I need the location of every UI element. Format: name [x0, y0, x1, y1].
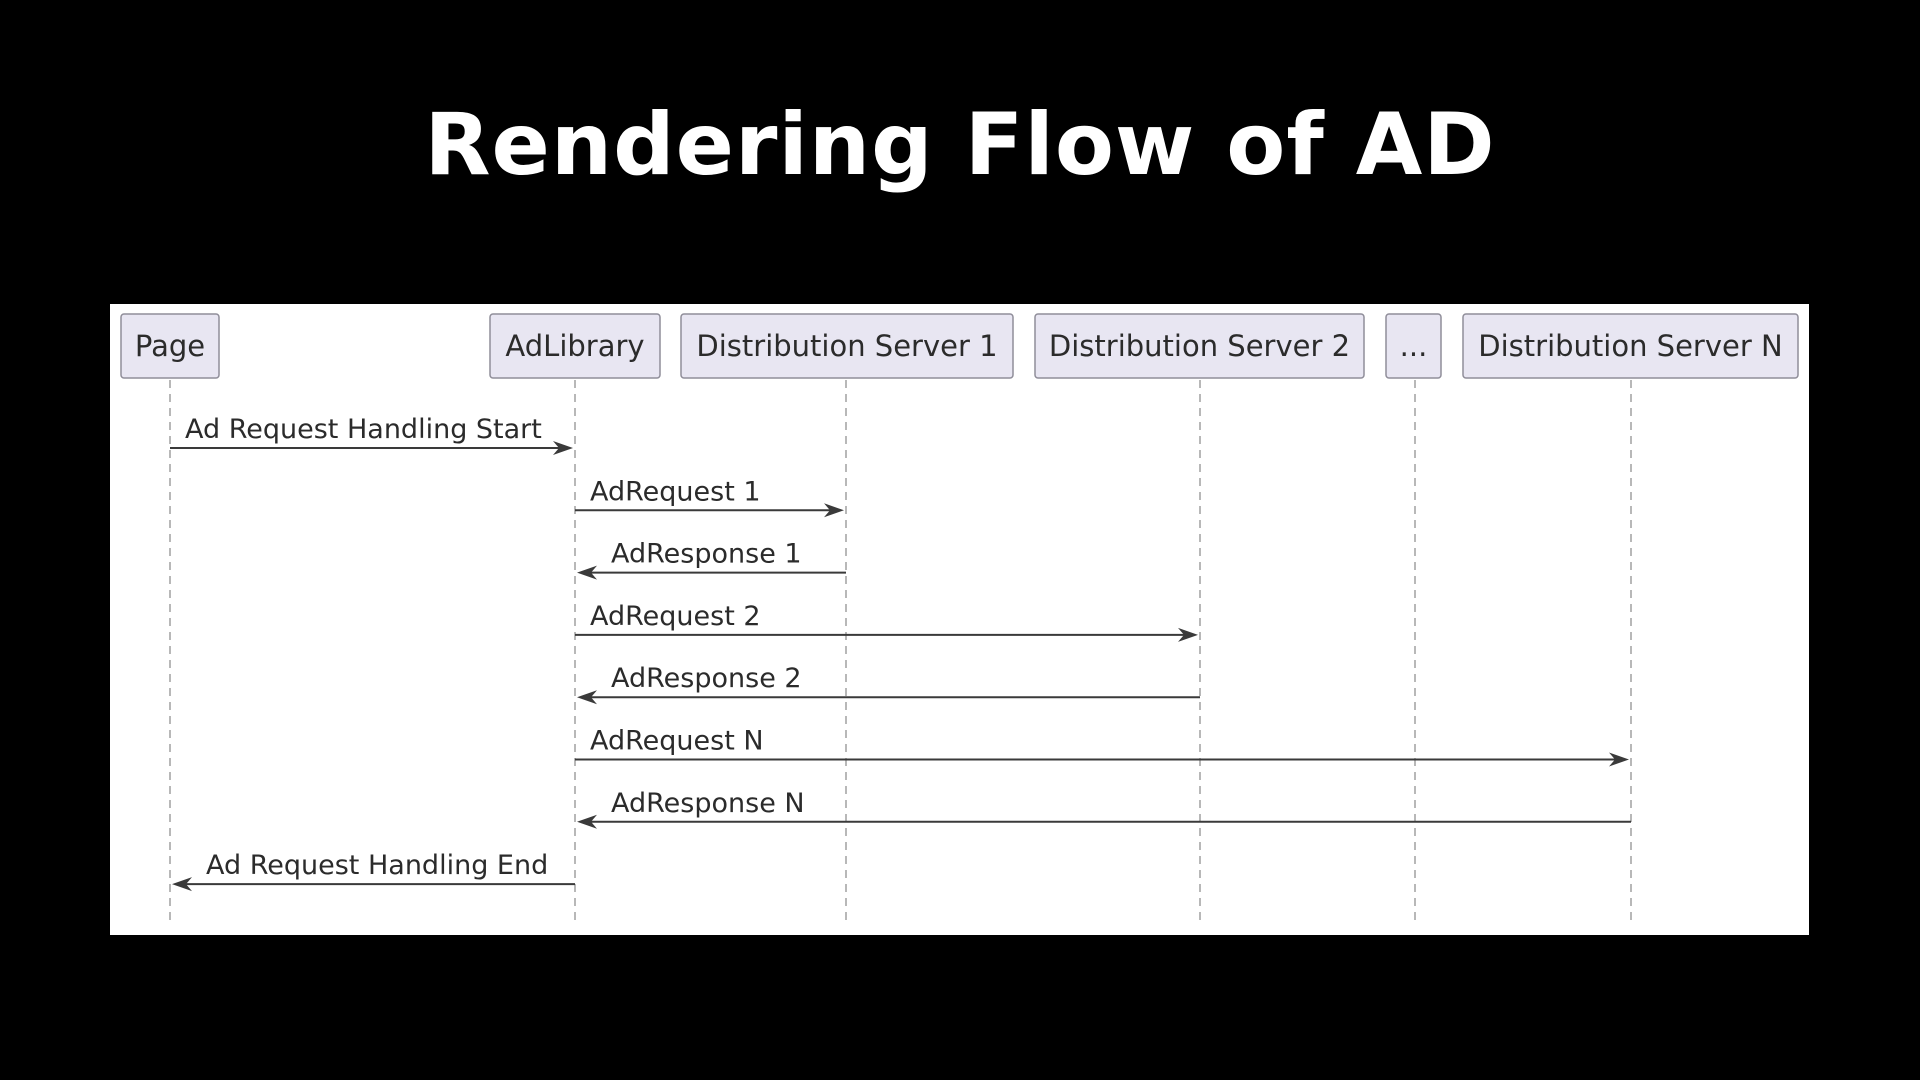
sequence-diagram: Page AdLibrary Distribution Server 1 Distri…: [120, 313, 1799, 924]
participant-ds1: Distribution Server 1: [680, 313, 1014, 379]
arrowhead: [577, 565, 597, 580]
participant-box: [1462, 313, 1799, 379]
message-label: Ad Request Handling Start: [185, 414, 542, 445]
participant-box: [489, 313, 661, 379]
participant-label: Distribution Server 2: [1049, 329, 1350, 363]
participant-ds2: Distribution Server 2: [1034, 313, 1365, 379]
slide-title: Rendering Flow of AD: [424, 95, 1496, 195]
participant-box: [1034, 313, 1365, 379]
arrowhead: [1178, 627, 1198, 642]
message-8: Ad Request Handling End: [172, 850, 575, 892]
message-7: AdResponse N: [577, 788, 1631, 829]
message-6: AdRequest N: [575, 726, 1629, 767]
message-label: Ad Request Handling End: [206, 850, 548, 881]
arrowhead: [577, 814, 597, 829]
participant-label: AdLibrary: [505, 329, 644, 363]
arrowhead: [577, 690, 597, 705]
message-label: AdRequest 2: [590, 601, 761, 632]
participant-ellipsis: ...: [1385, 313, 1442, 379]
message-label: AdRequest N: [590, 726, 764, 757]
message-4: AdRequest 2: [575, 601, 1198, 642]
participant-box: [1385, 313, 1442, 379]
participant-label: ...: [1400, 329, 1428, 363]
message-label: AdRequest 1: [590, 476, 761, 507]
arrowhead: [553, 441, 573, 455]
participant-label: Page: [135, 329, 205, 363]
sequence-diagram-panel: Page AdLibrary Distribution Server 1 Distri…: [110, 304, 1809, 935]
message-3: AdResponse 1: [577, 539, 846, 580]
message-2: AdRequest 1: [575, 476, 844, 518]
message-1: Ad Request Handling Start: [170, 414, 573, 455]
participant-box: [120, 313, 220, 379]
message-5: AdResponse 2: [577, 663, 1200, 705]
participant-adlibrary: AdLibrary: [489, 313, 661, 379]
participant-box: [680, 313, 1014, 379]
arrowhead: [1609, 752, 1629, 767]
participant-label: Distribution Server N: [1478, 329, 1782, 363]
participant-label: Distribution Server 1: [696, 329, 997, 363]
participant-dsn: Distribution Server N: [1462, 313, 1799, 379]
participant-page: Page: [120, 313, 220, 379]
arrowhead: [172, 877, 192, 892]
message-label: AdResponse 2: [611, 663, 802, 694]
arrowhead: [824, 503, 844, 518]
message-label: AdResponse N: [611, 788, 805, 819]
message-label: AdResponse 1: [611, 539, 802, 570]
